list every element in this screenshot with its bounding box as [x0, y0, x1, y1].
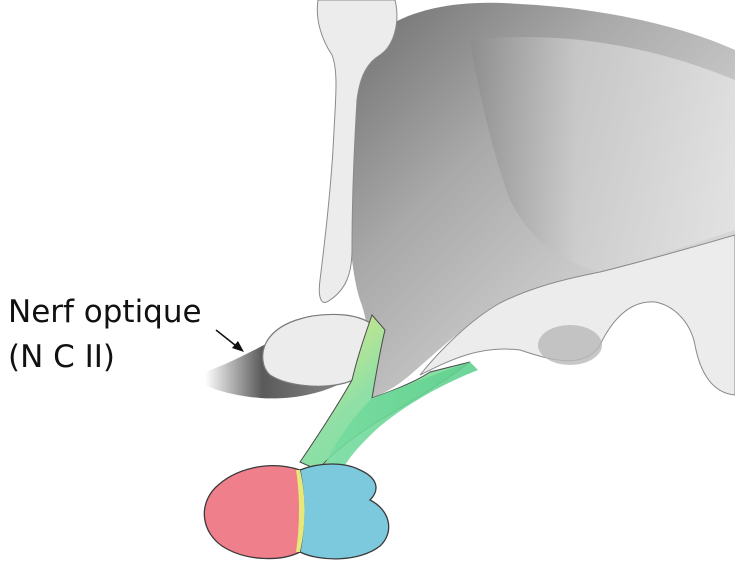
arrow-head: [232, 341, 244, 352]
mammillary-body: [538, 325, 602, 365]
label-cranial-nerve-number: (N C II): [8, 342, 115, 373]
posterior-lobe-blue: [300, 464, 389, 559]
label-optic-nerve: Nerf optique: [8, 297, 202, 328]
anterior-lobe-pink: [204, 466, 303, 559]
